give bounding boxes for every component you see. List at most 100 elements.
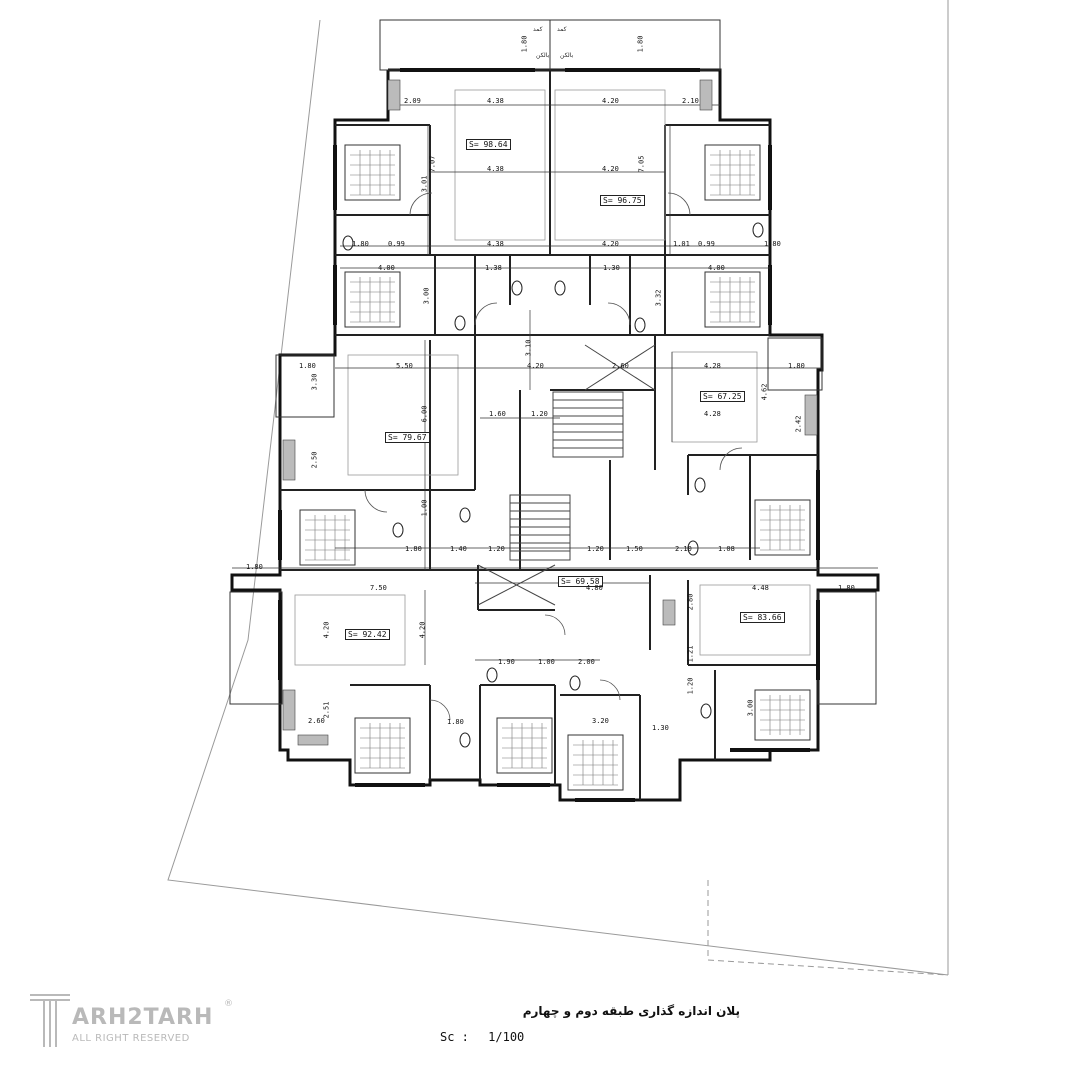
dimension-text: 7.05 (637, 155, 646, 173)
area-label-unit-mid-left: S= 79.67 (385, 432, 430, 443)
dimension-text: 1.80 (299, 362, 316, 370)
dimension-text: 1.80 (788, 362, 805, 370)
dimension-text: 1.38 (485, 264, 502, 272)
dimension-text: 2.60 (308, 717, 325, 725)
fixtures (282, 79, 818, 746)
dimension-text: 1.20 (531, 410, 548, 418)
area-label-unit-bottom-right: S= 83.66 (740, 612, 785, 623)
scale-value: 1/100 (488, 1030, 525, 1044)
brand-name: ARH2TARH (72, 1005, 214, 1030)
dimension-text: 1.80 (838, 584, 855, 592)
bed-icon (754, 499, 811, 556)
area-label-unit-top-left: S= 98.64 (466, 139, 511, 150)
dimension-text: 4.20 (527, 362, 544, 370)
dimension-text: 4.28 (704, 410, 721, 418)
brand-tagline: ALL RIGHT RESERVED (72, 1033, 190, 1044)
dimension-text: 3.32 (654, 289, 663, 307)
dimension-text: 4.38 (487, 97, 504, 105)
dimension-text: 2.09 (404, 97, 421, 105)
dimension-text: 6.00 (420, 405, 429, 423)
dimension-text: 2.10 (682, 97, 699, 105)
area-label-unit-top-right: S= 96.75 (600, 195, 645, 206)
dimension-text: 2.60 (612, 362, 629, 370)
exterior-walls (230, 68, 880, 802)
registered-mark: ® (224, 999, 233, 1009)
dimension-text: 1.80 (447, 718, 464, 726)
plan-title: پلان اندازه گذاری طبقه دوم و چهارم (522, 1004, 740, 1018)
dimension-text: 1.90 (498, 658, 515, 666)
toilets (342, 222, 764, 748)
dimension-text: 1.30 (603, 264, 620, 272)
bed-hatching (305, 150, 805, 786)
dimension-text: 3.00 (422, 287, 431, 305)
dimension-text: 1.40 (450, 545, 467, 553)
dimension-text: 2.10 (675, 545, 692, 553)
drawing-title-block: پلان اندازه گذاری طبقه دوم و چهارم Sc : … (440, 1000, 740, 1060)
dimension-text: 4.62 (760, 383, 769, 401)
room-outlines (294, 89, 811, 666)
bed-icon (704, 271, 761, 328)
brand-watermark: ARH2TARH ALL RIGHT RESERVED ® (28, 985, 238, 1055)
dimension-text: 2.50 (310, 451, 319, 469)
toilet-icon (459, 732, 471, 748)
dimension-text: 2.42 (794, 415, 803, 433)
toilet-icon (342, 235, 354, 251)
area-label-unit-mid-right: S= 67.25 (700, 391, 745, 402)
scale-label: Sc : 1/100 (440, 1030, 524, 1044)
dimension-text: 5.50 (396, 362, 413, 370)
room-label-storage: کمد (557, 26, 567, 33)
bed-icon (496, 717, 553, 774)
dimension-text: 4.38 (487, 165, 504, 173)
dimension-text: 1.80 (764, 240, 781, 248)
dimension-text: 1.60 (489, 410, 506, 418)
beds (299, 144, 811, 791)
toilet-icon (554, 280, 566, 296)
bed-icon (344, 144, 401, 201)
site-boundary (167, 0, 949, 976)
dimension-text: 1.00 (420, 499, 429, 517)
toilet-icon (454, 315, 466, 331)
area-label-unit-center: S= 69.58 (558, 576, 603, 587)
dimension-text: 3.30 (310, 373, 319, 391)
dimension-text: 3.01 (420, 175, 429, 193)
logo-column-icon (30, 994, 70, 1047)
room-label-storage: کمد (533, 26, 543, 33)
toilet-icon (486, 667, 498, 683)
dimension-text: 1.20 (686, 677, 695, 695)
interior-walls (280, 70, 818, 800)
dimension-text: 7.50 (370, 584, 387, 592)
dimension-text: 4.20 (602, 165, 619, 173)
dimension-text: 0.99 (388, 240, 405, 248)
dimension-text: 4.00 (378, 264, 395, 272)
toilet-icon (634, 317, 646, 333)
room-label-balcony: بالکن (560, 52, 574, 59)
door-swings (364, 192, 743, 721)
dimension-text: 4.48 (752, 584, 769, 592)
stair-cores (477, 344, 656, 606)
dimension-text: 0.99 (698, 240, 715, 248)
dimension-text: 1.01 (673, 240, 690, 248)
toilet-icon (459, 507, 471, 523)
windows (278, 68, 820, 802)
bed-icon (354, 717, 411, 774)
toilet-icon (569, 675, 581, 691)
toilet-icon (392, 522, 404, 538)
dimension-text: 2.51 (322, 701, 331, 719)
dimension-text: 1.80 (246, 563, 263, 571)
room-label-balcony: بالکن (536, 52, 550, 59)
dimension-text: 4.00 (708, 264, 725, 272)
bed-icon (704, 144, 761, 201)
dimension-text: 2.00 (578, 658, 595, 666)
dimension-text: 4.80 (586, 584, 603, 592)
dimension-text: 4.20 (418, 621, 427, 639)
dimension-text: 3.20 (592, 717, 609, 725)
dimension-text: 1.30 (652, 724, 669, 732)
dimension-text: 7.07 (428, 155, 437, 173)
bed-icon (299, 509, 356, 566)
dimension-text: 1.80 (636, 35, 645, 53)
dimension-text: 4.20 (322, 621, 331, 639)
dimension-text: 4.28 (704, 362, 721, 370)
bed-icon (567, 734, 624, 791)
